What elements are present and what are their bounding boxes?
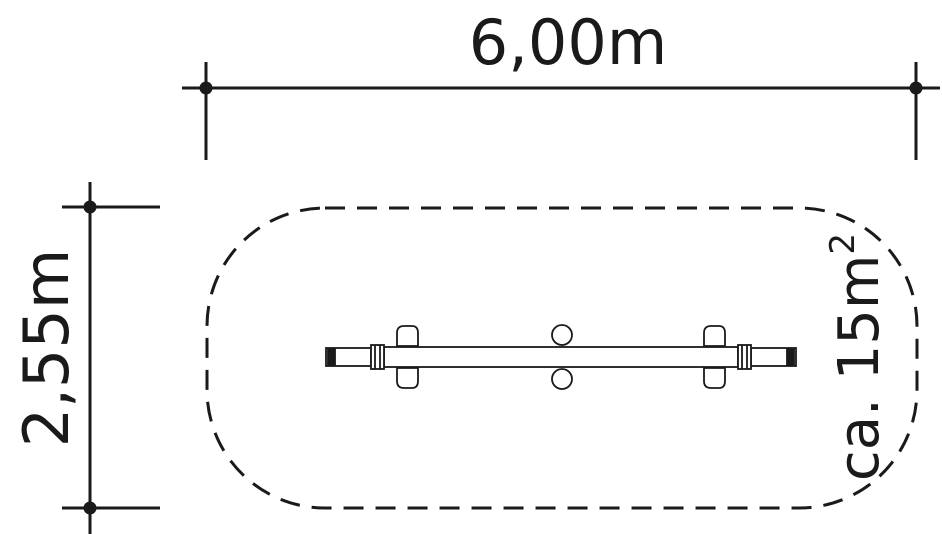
height-dimension xyxy=(62,182,160,534)
right-seat-bottom xyxy=(703,367,726,389)
area-label-superscript: 2 xyxy=(823,233,863,255)
left-handle-bracket xyxy=(370,344,385,370)
left-end-block xyxy=(327,348,336,366)
right-handle-bracket xyxy=(737,344,752,370)
area-label: ca. 15m2 xyxy=(823,233,892,481)
pivot-post-bottom xyxy=(551,368,573,390)
seesaw-equipment xyxy=(325,324,797,390)
width-dimension xyxy=(182,62,940,160)
safety-area-outline xyxy=(205,206,919,510)
seesaw-beam xyxy=(383,346,739,368)
height-label: 2,55m xyxy=(10,249,83,447)
height-dimension-dot-bottom xyxy=(83,501,97,515)
right-seat-top xyxy=(703,325,726,347)
area-label-text: ca. 15m xyxy=(827,255,892,482)
left-seat-bottom xyxy=(396,367,419,389)
width-dimension-dot-right xyxy=(909,81,923,95)
width-label: 6,00m xyxy=(469,6,667,79)
right-end-block xyxy=(786,348,795,366)
pivot-post-top xyxy=(551,324,573,346)
left-seat-top xyxy=(396,325,419,347)
area-label-group: ca. 15m2 xyxy=(823,233,892,481)
width-dimension-dot-left xyxy=(199,81,213,95)
height-dimension-dot-top xyxy=(83,200,97,214)
